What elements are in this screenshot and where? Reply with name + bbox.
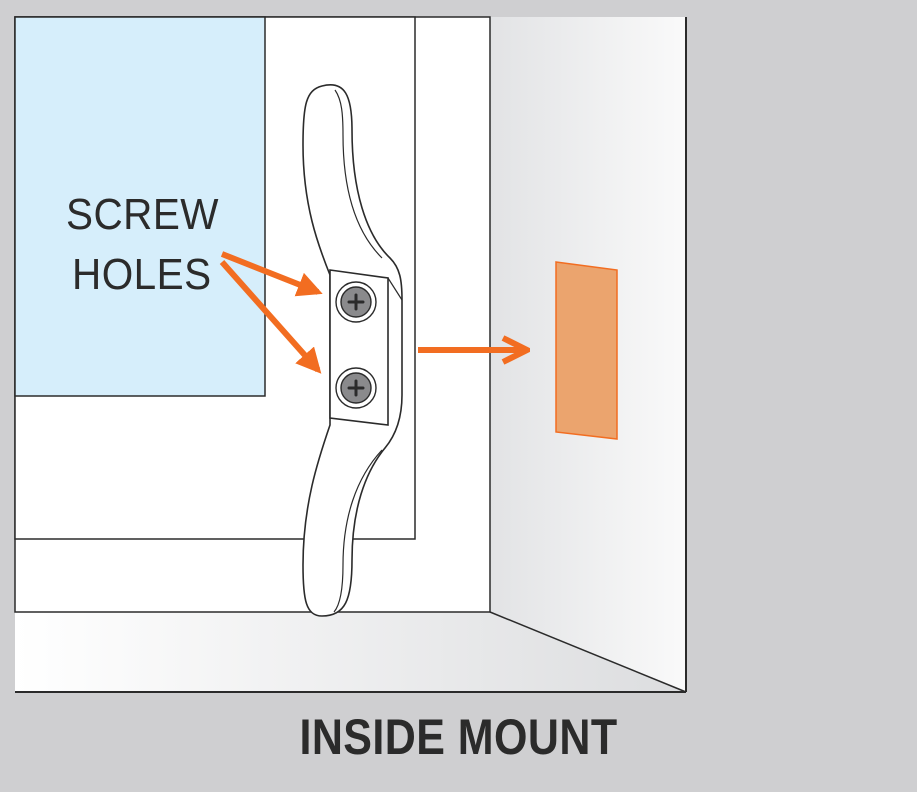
screw-holes-label-line1: SCREW: [66, 190, 219, 239]
arrow-to-bottom-screw: [219, 260, 322, 374]
adhesive-pad: [555, 261, 618, 440]
inside-mount-caption: INSIDE MOUNT: [299, 709, 618, 765]
screw-icon: [335, 281, 377, 323]
arrow-to-top-screw: [220, 251, 323, 297]
screw-holes-label-line2: HOLES: [72, 250, 212, 299]
screw-icon: [335, 367, 377, 409]
opening-sill: [15, 612, 686, 692]
window-glass: [14, 16, 266, 397]
